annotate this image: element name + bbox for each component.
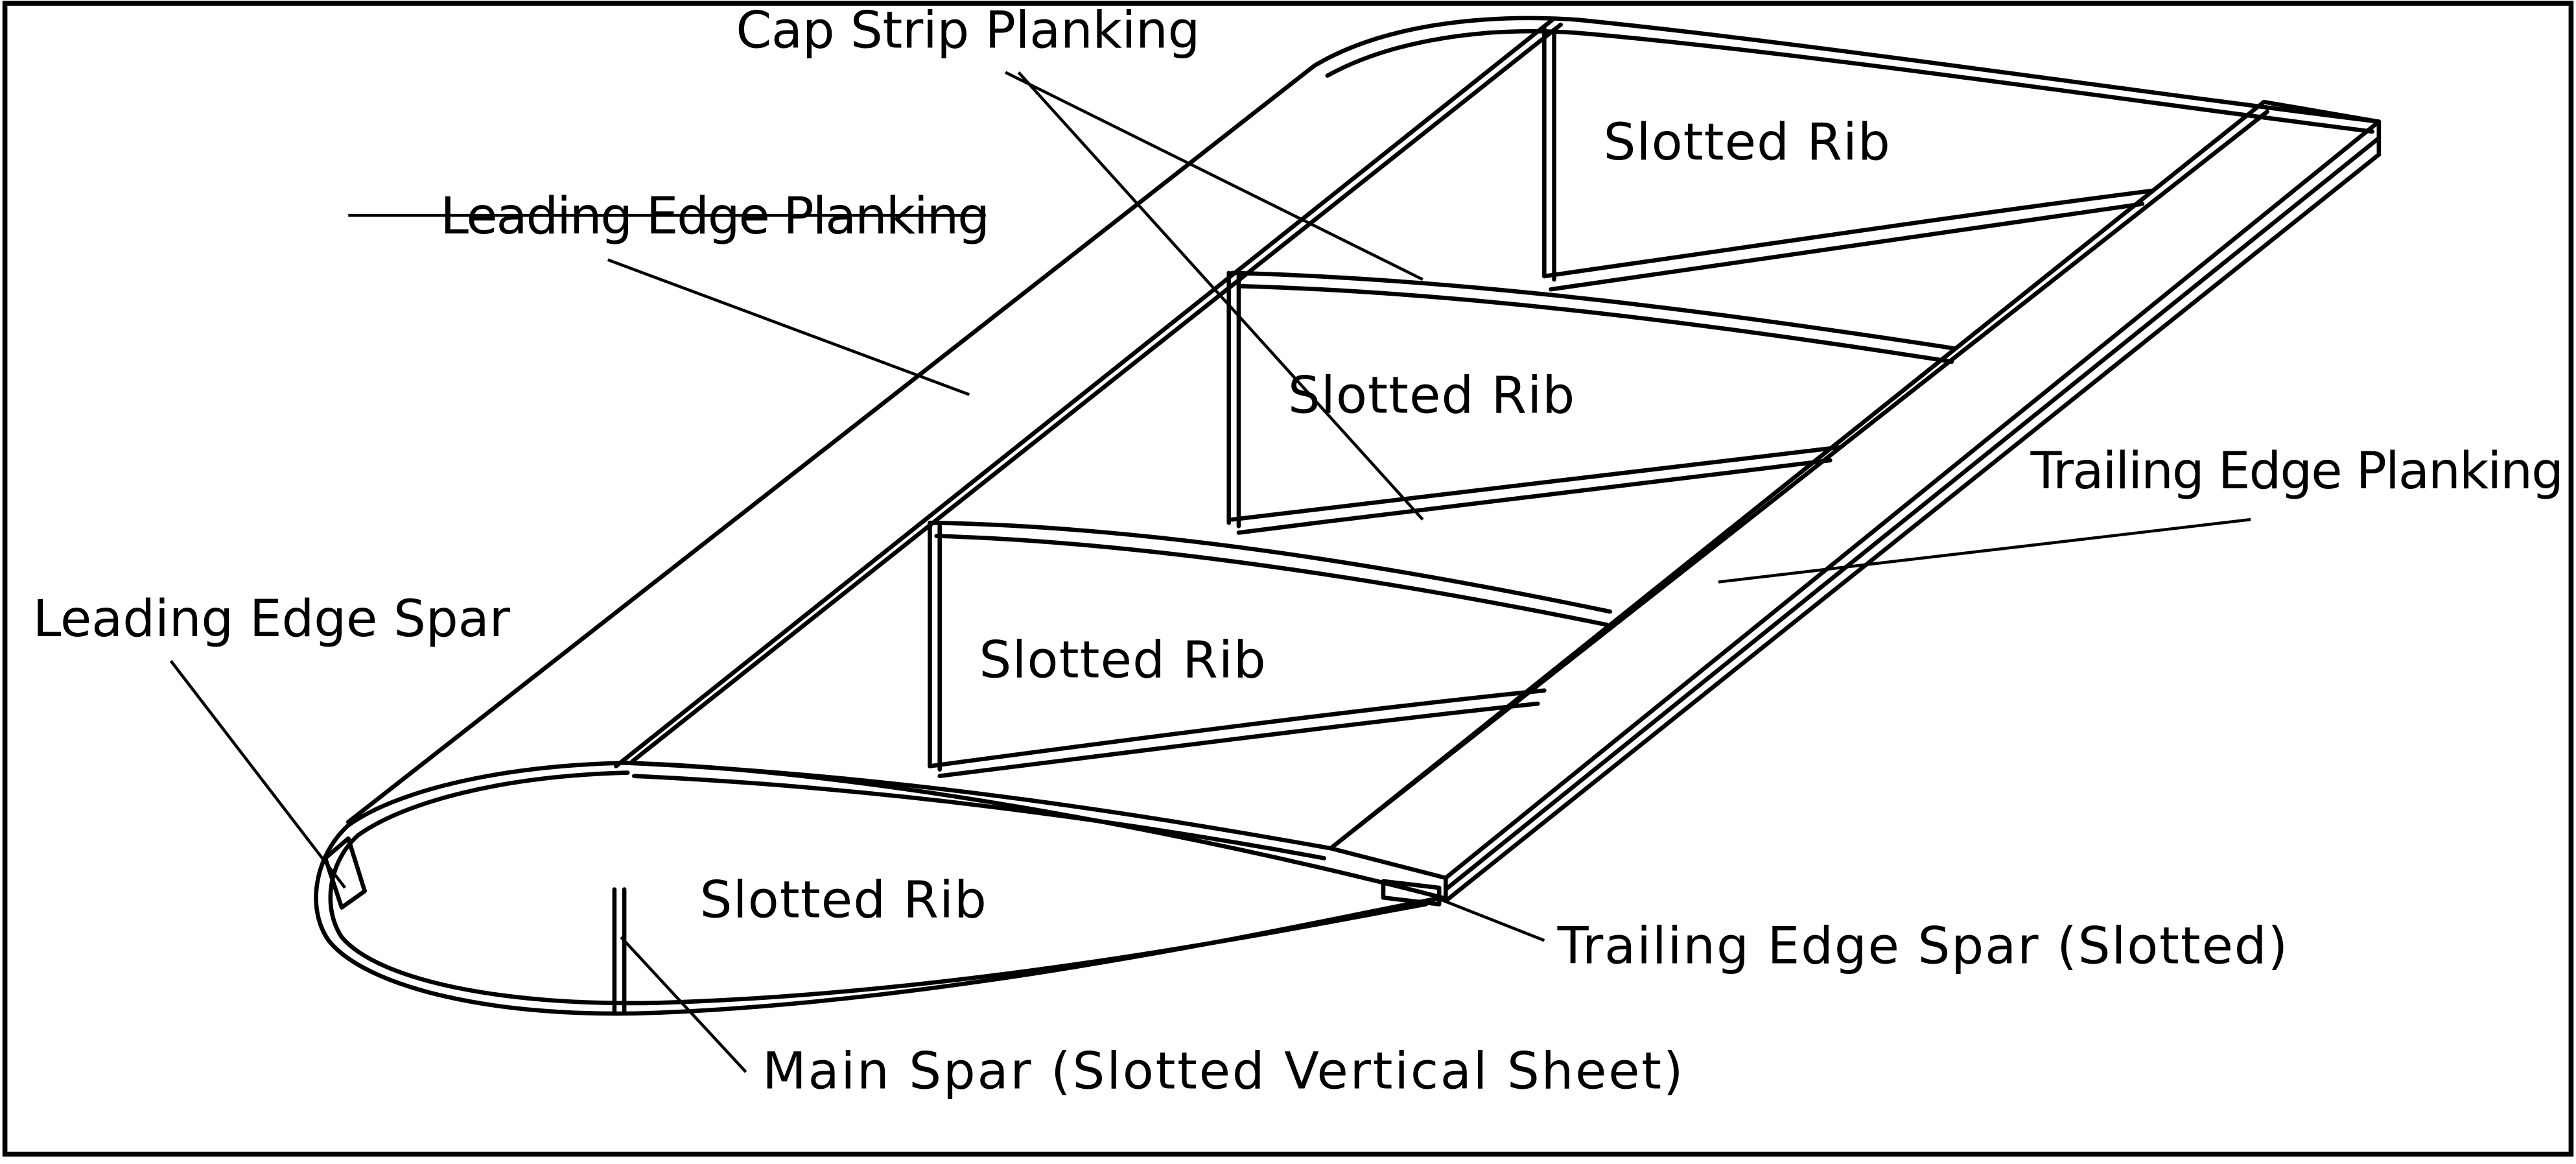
slotted-rib-2-lower-cap bbox=[1230, 445, 1842, 535]
label-leading-edge-planking: Leading Edge Planking bbox=[440, 186, 992, 246]
leading-edge-planking-edge bbox=[614, 18, 1555, 768]
slotted-rib-1-web bbox=[1542, 24, 1556, 282]
main-spar-sheet-root bbox=[612, 887, 627, 1016]
label-slotted-rib-tip: Slotted Rib bbox=[1604, 112, 1893, 172]
label-main-spar: Main Spar (Slotted Vertical Sheet) bbox=[762, 1041, 1685, 1100]
label-trailing-edge-planking: Trailing Edge Planking bbox=[2030, 441, 2566, 501]
root-rib-inner-outline bbox=[328, 770, 1429, 1006]
root-rib-outline bbox=[314, 761, 1445, 1016]
tip-rib-upper-surface-inner bbox=[1325, 29, 2375, 134]
leader-lines bbox=[169, 71, 2251, 1073]
wing-structure bbox=[314, 16, 2382, 1016]
leader-leading-edge-spar bbox=[169, 659, 347, 889]
slotted-rib-1-lower-cap bbox=[1542, 188, 2155, 292]
labels: Cap Strip Planking Leading Edge Planking… bbox=[33, 1, 2566, 1101]
leader-cap-strip-b bbox=[1017, 71, 1424, 521]
label-slotted-rib-root: Slotted Rib bbox=[700, 870, 989, 930]
tip-rib-upper-surface bbox=[1312, 16, 2382, 124]
label-slotted-rib-3: Slotted Rib bbox=[979, 630, 1269, 690]
label-trailing-edge-spar: Trailing Edge Spar (Slotted) bbox=[1557, 916, 2290, 976]
slotted-rib-3-lower-cap bbox=[928, 688, 1547, 778]
label-leading-edge-spar: Leading Edge Spar bbox=[33, 589, 513, 648]
slotted-rib-2-upper-cap bbox=[1230, 270, 1958, 364]
leading-edge-planking-edge-inner bbox=[630, 22, 1563, 764]
label-cap-strip-planking: Cap Strip Planking bbox=[736, 1, 1202, 60]
leader-trailing-edge-planking bbox=[1718, 517, 2251, 584]
slotted-rib-3-upper-cap bbox=[928, 520, 1613, 627]
trailing-edge-board-thickness bbox=[1444, 152, 2382, 903]
slotted-rib-3-web bbox=[928, 520, 942, 772]
leader-main-spar bbox=[620, 936, 747, 1073]
root-rib-upper-cap bbox=[622, 761, 1333, 861]
trailing-edge-board-thickness-2 bbox=[1444, 136, 2382, 892]
trailing-edge-planking-inner bbox=[1337, 110, 2269, 844]
trailing-edge-spar-section bbox=[1381, 879, 1442, 907]
leading-edge-spar-section bbox=[323, 836, 367, 910]
leader-trailing-edge-spar bbox=[1435, 896, 1545, 942]
label-slotted-rib-2: Slotted Rib bbox=[1288, 365, 1577, 425]
leader-leading-edge-planking bbox=[607, 258, 970, 396]
leading-edge-front-line bbox=[346, 64, 1317, 824]
leader-cap-strip-a bbox=[1005, 71, 1423, 281]
